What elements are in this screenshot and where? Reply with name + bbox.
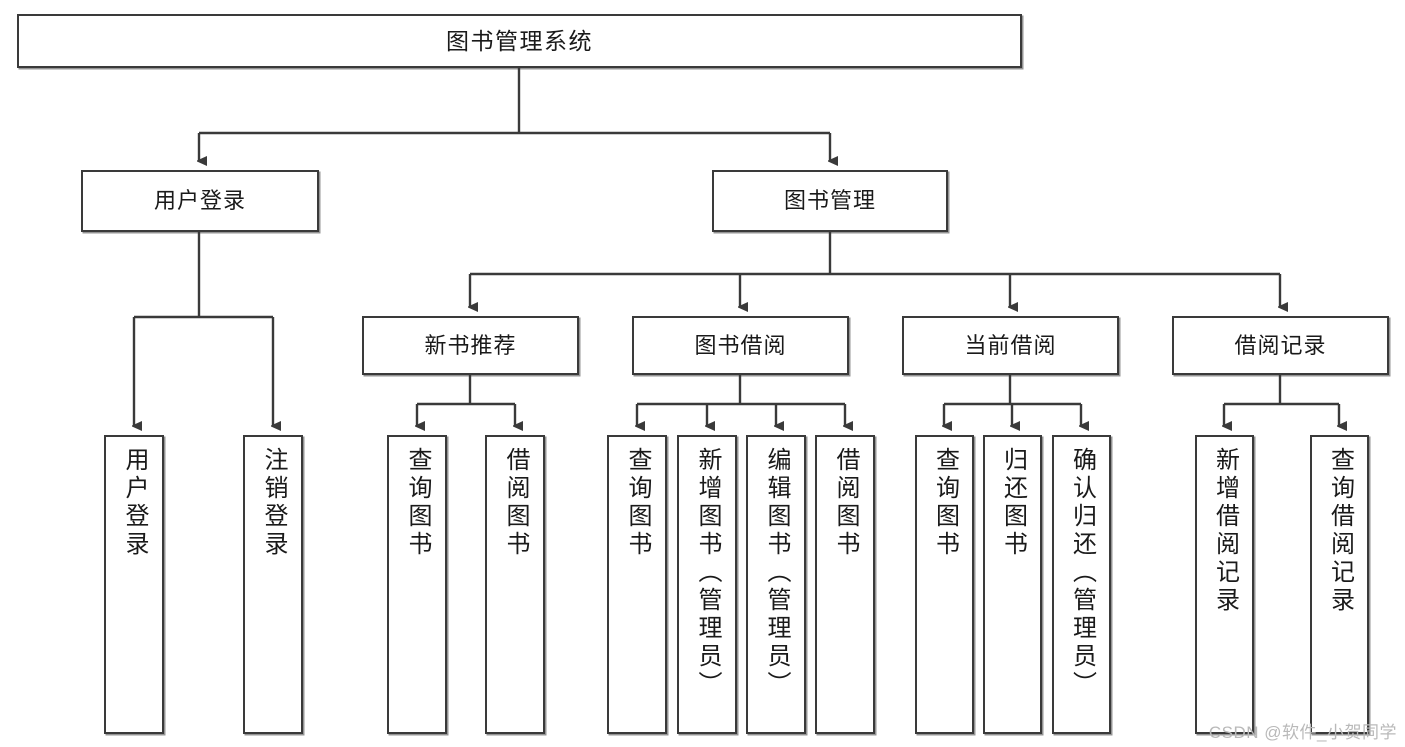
- leaf-borrow-book-2-label: 借阅图书: [832, 447, 859, 559]
- leaf-query-book-3[interactable]: 查询图书: [915, 435, 974, 734]
- node-user-login-label: 用户登录: [153, 188, 246, 214]
- node-current-borrow-label: 当前借阅: [964, 332, 1057, 358]
- leaf-add-book-label: 新增图书（管理员）: [694, 447, 721, 699]
- node-book-manage[interactable]: 图书管理: [712, 170, 948, 232]
- node-book-manage-label: 图书管理: [783, 188, 876, 214]
- leaf-query-book-2[interactable]: 查询图书: [607, 435, 667, 734]
- node-root[interactable]: 图书管理系统: [17, 14, 1022, 68]
- leaf-return-book-label: 归还图书: [999, 447, 1027, 559]
- leaf-query-book-1-label: 查询图书: [404, 447, 431, 559]
- leaf-borrow-book-1[interactable]: 借阅图书: [485, 435, 545, 734]
- leaf-user-login[interactable]: 用户登录: [104, 435, 164, 734]
- leaf-query-borrow-record-label: 查询借阅记录: [1326, 447, 1354, 615]
- node-book-borrow-label: 图书借阅: [694, 332, 787, 358]
- node-borrow-record-label: 借阅记录: [1234, 332, 1327, 358]
- leaf-borrow-book-2[interactable]: 借阅图书: [815, 435, 875, 734]
- watermark: CSDN @软件_小贺同学: [1208, 723, 1397, 742]
- node-new-book-recommend-label: 新书推荐: [424, 332, 517, 358]
- leaf-confirm-return[interactable]: 确认归还（管理员）: [1052, 435, 1111, 734]
- node-user-login[interactable]: 用户登录: [81, 170, 319, 232]
- leaf-edit-book[interactable]: 编辑图书（管理员）: [746, 435, 806, 734]
- leaf-user-login-label: 用户登录: [121, 447, 148, 559]
- leaf-query-book-2-label: 查询图书: [624, 447, 651, 559]
- leaf-query-borrow-record[interactable]: 查询借阅记录: [1310, 435, 1369, 734]
- leaf-user-logout[interactable]: 注销登录: [243, 435, 303, 734]
- leaf-query-book-3-label: 查询图书: [931, 447, 959, 559]
- leaf-confirm-return-label: 确认归还（管理员）: [1068, 447, 1096, 699]
- leaf-edit-book-label: 编辑图书（管理员）: [763, 447, 790, 699]
- node-root-label: 图书管理系统: [446, 27, 593, 54]
- leaf-borrow-book-1-label: 借阅图书: [502, 447, 529, 559]
- leaf-return-book[interactable]: 归还图书: [983, 435, 1042, 734]
- leaf-add-borrow-record[interactable]: 新增借阅记录: [1195, 435, 1254, 734]
- leaf-add-borrow-record-label: 新增借阅记录: [1211, 447, 1239, 615]
- leaf-query-book-1[interactable]: 查询图书: [387, 435, 447, 734]
- node-new-book-recommend[interactable]: 新书推荐: [362, 316, 579, 375]
- node-current-borrow[interactable]: 当前借阅: [902, 316, 1119, 375]
- leaf-user-logout-label: 注销登录: [260, 447, 287, 559]
- node-borrow-record[interactable]: 借阅记录: [1172, 316, 1389, 375]
- node-book-borrow[interactable]: 图书借阅: [632, 316, 849, 375]
- leaf-add-book[interactable]: 新增图书（管理员）: [677, 435, 737, 734]
